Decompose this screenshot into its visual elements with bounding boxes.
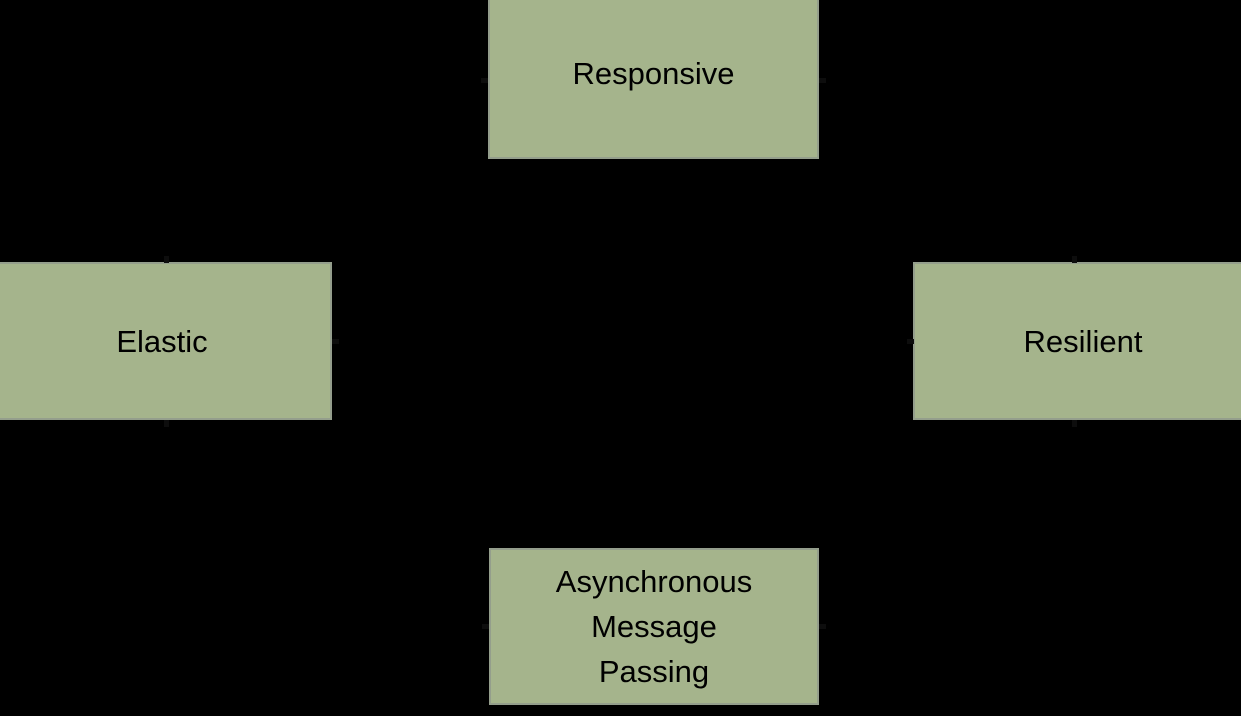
connector-stub-responsive-right <box>819 78 826 83</box>
node-elastic-label: Elastic <box>116 323 208 359</box>
connector-stub-elastic-top <box>164 256 169 263</box>
node-responsive[interactable]: Responsive <box>488 0 819 159</box>
connector-resilient-to-responsive <box>817 79 915 301</box>
connector-stub-resilient-bottom <box>1072 420 1077 427</box>
connector-async-to-elastic <box>330 381 491 628</box>
connector-stub-resilient-left <box>907 339 914 344</box>
node-responsive-label: Responsive <box>572 56 735 91</box>
connector-elastic-to-responsive <box>330 79 490 301</box>
connector-async-to-resilient <box>817 381 915 628</box>
connector-stub-async-left <box>482 624 489 629</box>
connector-stub-async-right <box>819 624 826 629</box>
connector-stub-elastic-bottom <box>164 420 169 427</box>
node-asynchronous-message-passing-label: Asynchronous Message Passing <box>555 564 753 689</box>
node-elastic[interactable]: Elastic <box>0 262 332 420</box>
node-resilient-label: Resilient <box>1023 323 1143 359</box>
node-resilient[interactable]: Resilient <box>913 262 1241 420</box>
node-asynchronous-message-passing[interactable]: Asynchronous Message Passing <box>489 548 819 705</box>
connector-stub-resilient-top <box>1072 256 1077 263</box>
connector-stub-responsive-left <box>481 78 488 83</box>
connector-stub-elastic-right <box>332 339 339 344</box>
